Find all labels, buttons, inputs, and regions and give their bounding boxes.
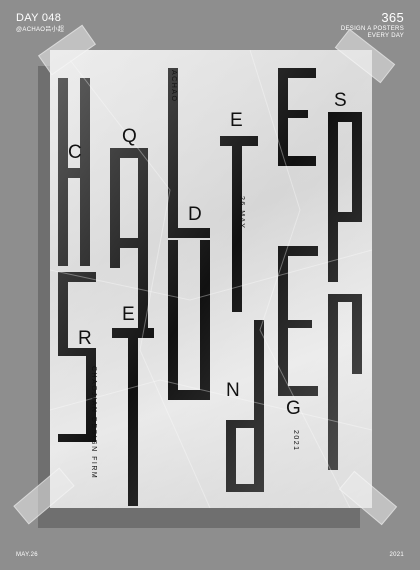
poster-letter-g: G [286, 398, 301, 419]
top-left-day: DAY 048 [16, 12, 62, 24]
top-right-tagline-1: DESIGN A POSTERS [340, 26, 404, 32]
poster-letter-d: D [188, 204, 202, 225]
poster-letter-s: S [334, 90, 347, 111]
top-right-tagline-2: EVERY DAY [367, 33, 404, 39]
plastic-wrinkles [50, 50, 372, 508]
poster-letter-c: C [68, 142, 82, 163]
poster-letter-r: R [78, 328, 92, 349]
poster-letter-q: Q [122, 126, 137, 147]
poster-date: 26 MAY [238, 196, 245, 230]
poster: C Q E S D R E N G ACHAO 26 MAY CHAOJIAN … [50, 50, 372, 508]
poster-year: 2021 [292, 430, 299, 452]
poster-graphic [50, 50, 372, 508]
poster-firm: CHAOJIAN DESIGN FIRM [90, 366, 97, 480]
footer-year: 2021 [389, 552, 404, 558]
top-left-handle: @ACHAO吕小超 [16, 27, 65, 33]
poster-name: ACHAO [170, 70, 177, 103]
poster-letter-n: N [226, 380, 240, 401]
poster-letter-e-mid: E [122, 304, 135, 325]
poster-letter-e-top: E [230, 110, 243, 131]
footer-date: MAY.26 [16, 552, 38, 558]
top-right-count: 365 [381, 10, 404, 25]
